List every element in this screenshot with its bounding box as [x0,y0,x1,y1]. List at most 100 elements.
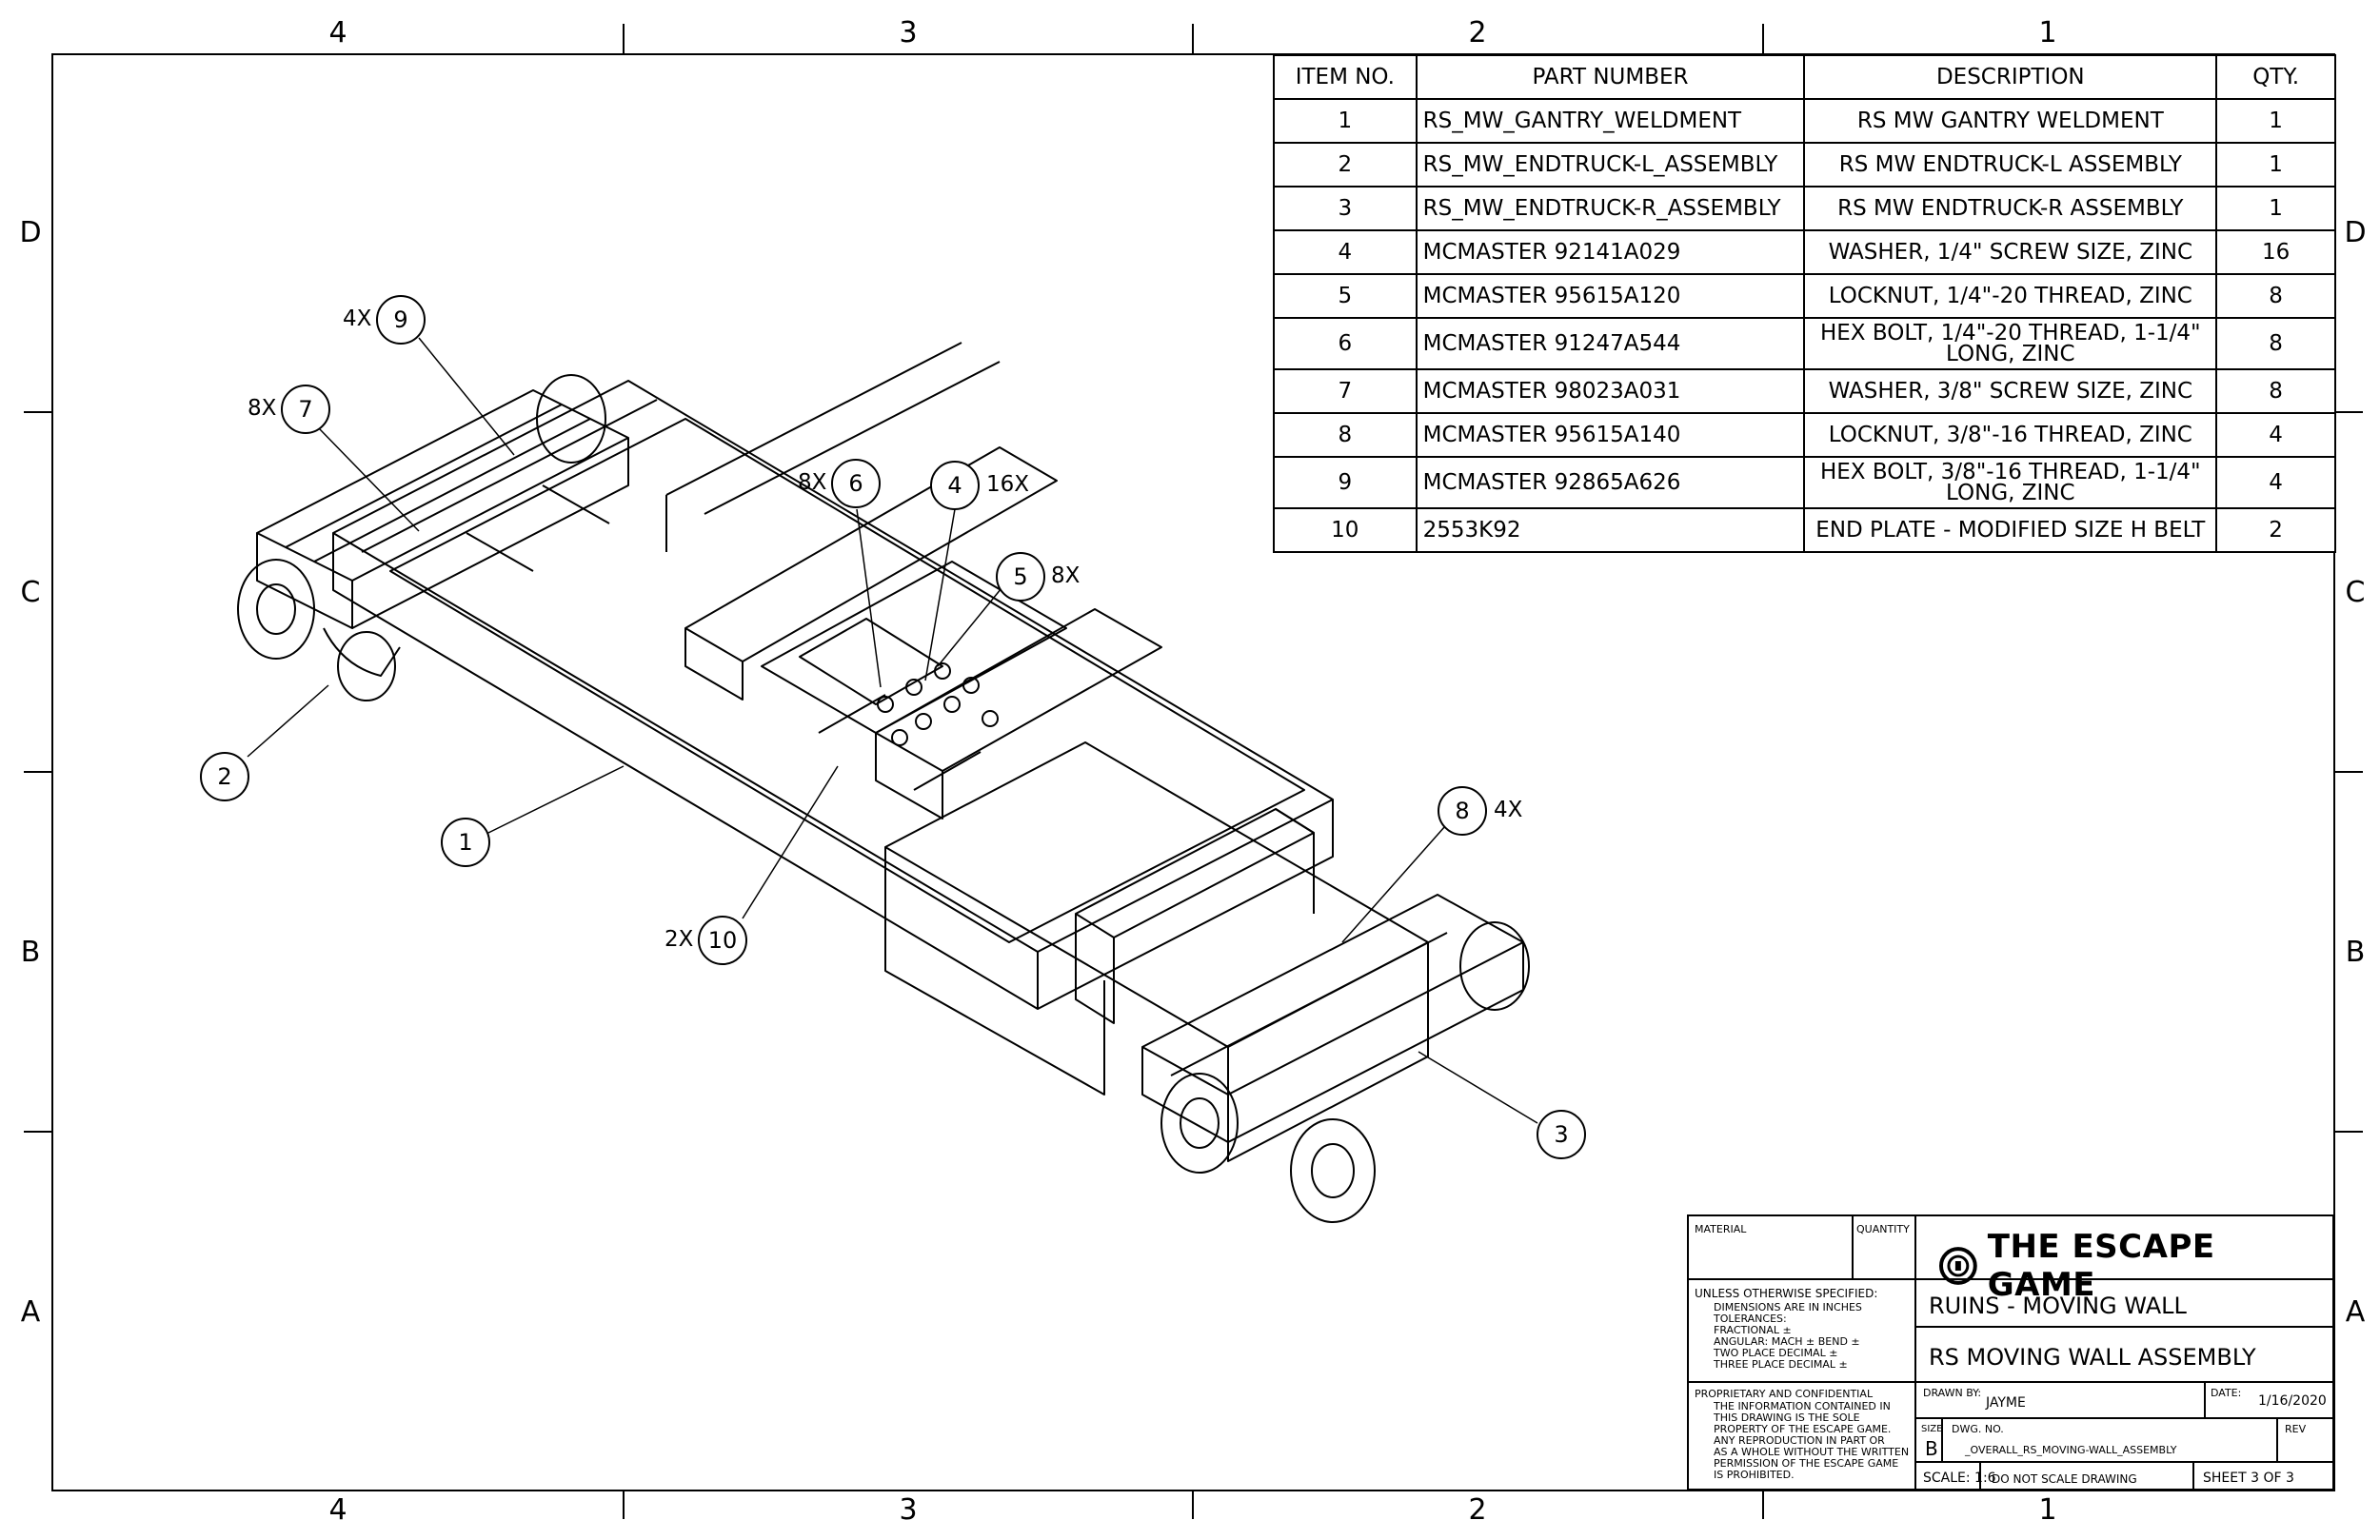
bom-part-number: RS_MW_ENDTRUCK-R_ASSEMBLY [1415,186,1806,231]
bom-qty: 8 [2215,273,2336,319]
proprietary-text: THE INFORMATION CONTAINED IN THIS DRAWIN… [1714,1401,1909,1481]
bom-header-description: DESCRIPTION [1803,54,2218,100]
zone-col-bottom-3: 3 [899,1493,918,1527]
drawn-by-label: DRAWN BY: [1923,1387,1982,1399]
zone-col-bottom-2: 2 [1468,1493,1487,1527]
left-end-truck [237,374,629,701]
tolerances-block: DIMENSIONS ARE IN INCHES TOLERANCES: FRA… [1714,1302,1862,1371]
balloon-10-qty: 2X [664,927,694,952]
bom-qty: 1 [2215,98,2336,144]
bom-item-no: 6 [1273,317,1418,370]
zone-row-left-A: A [20,1295,41,1329]
bom-item-no: 5 [1273,273,1418,319]
zone-col-top-2: 2 [1468,16,1487,49]
bom-qty: 1 [2215,186,2336,231]
bom-description: WASHER, 1/4" SCREW SIZE, ZINC [1803,229,2218,275]
bom-part-number: MCMASTER 92865A626 [1415,456,1806,509]
bom-qty: 4 [2215,456,2336,509]
bom-qty: 16 [2215,229,2336,275]
escape-game-logo-icon [1938,1247,1977,1285]
bom-description: HEX BOLT, 1/4"-20 THREAD, 1-1/4" LONG, Z… [1803,317,2218,370]
bom-part-number: MCMASTER 92141A029 [1415,229,1806,275]
right-frame [884,741,1429,1162]
date-label: DATE: [2211,1387,2242,1399]
bom-description: END PLATE - MODIFIED SIZE H BELT [1803,507,2218,553]
zone-col-bottom-1: 1 [2038,1493,2057,1527]
bom-item-no: 7 [1273,368,1418,414]
tol-line: ANGULAR: MACH ± BEND ± [1714,1335,1860,1348]
title-block: MATERIAL QUANTITY THE ESCAPE GAME UNLESS… [1687,1214,2334,1491]
balloon-4-qty: 16X [986,472,1030,497]
bom-description: RS MW GANTRY WELDMENT [1803,98,2218,144]
bom-description: LOCKNUT, 1/4"-20 THREAD, ZINC [1803,273,2218,319]
zone-col-top-3: 3 [899,16,918,49]
balloon-8-qty: 4X [1494,798,1523,822]
zone-row-left-D: D [19,216,42,249]
bom-part-number: 2553K92 [1415,507,1806,553]
sheet-border [24,24,2363,1519]
prop-line: AS A WHOLE WITHOUT THE WRITTEN [1714,1446,1910,1458]
bom-row: 9 MCMASTER 92865A626 HEX BOLT, 3/8"-16 T… [1273,456,2336,509]
zone-row-right-B: B [2345,936,2366,969]
unless-specified: UNLESS OTHERWISE SPECIFIED: [1695,1287,1878,1300]
bom-item-no: 3 [1273,186,1418,231]
rev-label: REV [2285,1423,2307,1435]
bom-description: HEX BOLT, 3/8"-16 THREAD, 1-1/4" LONG, Z… [1803,456,2218,509]
bom-part-number: MCMASTER 98023A031 [1415,368,1806,414]
balloon-3: 3 [1537,1110,1586,1159]
drawing-title: RS MOVING WALL ASSEMBLY [1929,1344,2256,1371]
drawn-by-value: JAYME [1986,1395,2026,1411]
balloon-10: 10 [698,916,747,965]
balloon-6: 6 [831,459,881,508]
balloon-9: 9 [376,295,426,345]
bom-row: 2 RS_MW_ENDTRUCK-L_ASSEMBLY RS MW ENDTRU… [1273,142,2336,188]
do-not-scale: DO NOT SCALE DRAWING [1992,1472,2137,1486]
size-label: SIZE [1921,1424,1943,1434]
balloon-5: 5 [996,552,1045,602]
sheet-number: SHEET 3 OF 3 [2203,1471,2294,1486]
bom-description: RS MW ENDTRUCK-R ASSEMBLY [1803,186,2218,231]
zone-col-top-1: 1 [2038,16,2057,49]
center-plate [761,561,1067,746]
balloon-5-qty: 8X [1051,563,1081,588]
bom-qty: 8 [2215,368,2336,414]
bom-item-no: 8 [1273,412,1418,458]
balloon-6-qty: 8X [798,470,827,495]
project-name: RUINS - MOVING WALL [1929,1293,2187,1319]
bom-item-no: 10 [1273,507,1418,553]
balloon-9-qty: 4X [343,306,372,331]
bom-row: 6 MCMASTER 91247A544 HEX BOLT, 1/4"-20 T… [1273,317,2336,370]
prop-line: PROPERTY OF THE ESCAPE GAME. [1714,1423,1892,1435]
bom-qty: 8 [2215,317,2336,370]
balloon-7-qty: 8X [248,396,277,421]
bom-row: 1 RS_MW_GANTRY_WELDMENT RS MW GANTRY WEL… [1273,98,2336,144]
bom-item-no: 1 [1273,98,1418,144]
tol-line: DIMENSIONS ARE IN INCHES [1714,1301,1862,1313]
date-value: 1/16/2020 [2258,1393,2327,1409]
bom-part-number: MCMASTER 91247A544 [1415,317,1806,370]
bom-qty: 1 [2215,142,2336,188]
bom-qty: 4 [2215,412,2336,458]
tol-line: THREE PLACE DECIMAL ± [1714,1358,1848,1371]
balloon-2: 2 [200,752,249,801]
bom-header-qty: QTY. [2215,54,2336,100]
title-block-grid [1687,1214,2334,1491]
bom-part-number: MCMASTER 95615A140 [1415,412,1806,458]
quantity-label: QUANTITY [1856,1223,1910,1235]
bom-header-part: PART NUMBER [1415,54,1806,100]
bom-item-no: 4 [1273,229,1418,275]
zone-row-right-C: C [2345,576,2366,609]
material-label: MATERIAL [1695,1223,1747,1235]
zone-row-left-C: C [20,576,41,609]
scale-value: SCALE: 1:6 [1923,1471,1996,1486]
proprietary-label: PROPRIETARY AND CONFIDENTIAL [1695,1388,1874,1400]
bom-description: LOCKNUT, 3/8"-16 THREAD, ZINC [1803,412,2218,458]
bom-item-no: 2 [1273,142,1418,188]
bom-header-row: ITEM NO. PART NUMBER DESCRIPTION QTY. [1273,54,2336,100]
zone-row-left-B: B [20,936,41,969]
bom-row: 10 2553K92 END PLATE - MODIFIED SIZE H B… [1273,507,2336,553]
prop-line: PERMISSION OF THE ESCAPE GAME [1714,1457,1899,1470]
dwg-no-value: _OVERALL_RS_MOVING-WALL_ASSEMBLY [1965,1444,2177,1456]
bom-description: RS MW ENDTRUCK-L ASSEMBLY [1803,142,2218,188]
zone-row-right-D: D [2344,216,2367,249]
